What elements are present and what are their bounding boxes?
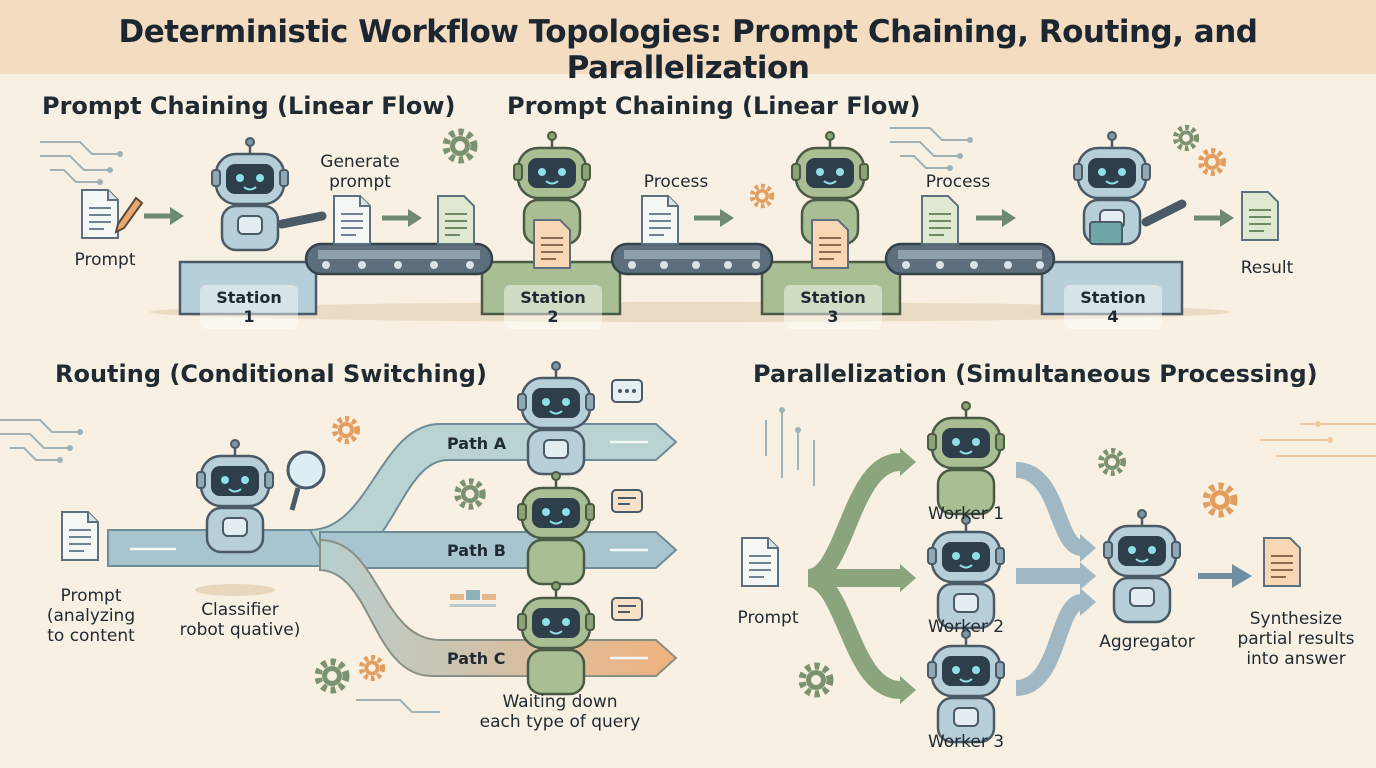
gear-icon — [362, 658, 383, 679]
magnifier-icon — [286, 450, 326, 490]
routing-section — [0, 360, 678, 713]
chat-bubble-icon — [611, 489, 643, 513]
path-a-robot — [516, 360, 596, 476]
chain-arrow-1 — [144, 207, 184, 225]
result-label: Result — [1240, 258, 1294, 278]
path-b-robot — [516, 470, 596, 586]
fanin-arrow-1 — [1015, 462, 1084, 556]
routing-prompt-doc — [61, 511, 99, 561]
chat-bubble-icon — [611, 379, 643, 403]
path-b-label: Path B — [447, 541, 506, 560]
robot-shadow — [195, 584, 275, 596]
station-2-doc — [533, 219, 571, 269]
station-3-block — [760, 260, 902, 316]
gear-icon — [446, 132, 474, 160]
answer-doc-icon — [1263, 537, 1301, 587]
station-3-label: Station 3 — [784, 285, 882, 329]
pencil-icon — [114, 196, 144, 234]
station-2-block — [480, 260, 622, 316]
chaining-input-label: Prompt — [74, 250, 136, 270]
worker-3-label: Worker 3 — [927, 732, 1005, 752]
station-3-doc — [811, 219, 849, 269]
magnifier-handle — [289, 487, 301, 511]
gear-icon — [457, 481, 482, 506]
worker-2-robot — [926, 514, 1006, 630]
path-a-label: Path A — [447, 434, 507, 453]
station-2-label: Station 2 — [504, 285, 602, 329]
path-c-robot — [516, 580, 596, 696]
chain-arrow-4 — [976, 209, 1016, 227]
station-1-label: Station 1 — [200, 285, 298, 329]
gear-icon — [1101, 451, 1123, 473]
gear-icon — [1206, 486, 1234, 514]
chaining-title-right: Prompt Chaining (Linear Flow) — [507, 92, 921, 120]
fanout-arrow-3 — [806, 569, 902, 699]
worker-1-label: Worker 1 — [927, 504, 1005, 524]
circuit-trace — [1260, 423, 1376, 457]
circuit-decoration-right — [889, 127, 974, 172]
circuit-decoration-left — [39, 141, 124, 186]
worker-3-robot — [926, 628, 1006, 744]
station-1-block — [178, 260, 318, 316]
process-doc-1 — [641, 195, 679, 245]
classifier-label: Classifier robot quative) — [179, 600, 301, 640]
passed-doc-icon — [437, 195, 475, 245]
routing-title: Routing (Conditional Switching) — [55, 360, 487, 388]
station-4-label: Station 4 — [1064, 285, 1162, 329]
station-1-robot — [210, 136, 290, 252]
gear-icon — [318, 662, 346, 690]
prompt-doc-icon — [81, 189, 119, 239]
station-4-block — [1040, 260, 1184, 316]
parallel-title: Parallelization (Simultaneous Processing… — [753, 360, 1318, 388]
path-c-band — [319, 538, 678, 677]
floor-shadow — [150, 302, 1230, 322]
worker-1-robot — [926, 400, 1006, 516]
generate-label: Generate prompt — [320, 152, 400, 192]
chaining-title-left: Prompt Chaining (Linear Flow) — [42, 92, 456, 120]
gear-icon — [1201, 151, 1223, 173]
classifier-robot — [195, 438, 275, 554]
chat-bubble-icon — [611, 597, 643, 621]
process-label-1: Process — [643, 172, 709, 192]
fanin-arrow-3 — [1014, 594, 1084, 696]
chaining-section — [39, 127, 1279, 322]
gear-icon — [335, 419, 357, 441]
path-c-label: Path C — [447, 649, 506, 668]
process-label-2: Process — [925, 172, 991, 192]
page-title: Deterministic Workflow Topologies: Promp… — [118, 14, 1258, 86]
parallel-input-label: Prompt — [737, 608, 799, 628]
circuit-trace — [356, 699, 440, 713]
parallel-prompt-doc — [741, 537, 779, 587]
routing-footer-label: Waiting down each type of query — [479, 692, 641, 732]
robot-4-arm — [1141, 199, 1187, 227]
gear-icon — [1176, 128, 1197, 149]
conveyor-3 — [884, 242, 1056, 276]
conveyor-1 — [304, 242, 494, 276]
parallel-section — [741, 400, 1376, 744]
chain-arrow-5 — [1194, 209, 1234, 227]
title-band — [0, 0, 1376, 74]
aggregator-robot — [1102, 508, 1182, 624]
parallel-output-label: Synthesize partial results into answer — [1237, 609, 1355, 669]
chart-bars-icon — [450, 590, 496, 607]
gear-icon — [802, 666, 830, 694]
gear-icon — [752, 186, 772, 206]
aggregator-label: Aggregator — [1099, 632, 1195, 652]
generated-doc-icon — [333, 195, 371, 245]
worker-2-label: Worker 2 — [927, 617, 1005, 637]
chain-arrow-3 — [694, 209, 734, 227]
process-doc-2 — [921, 195, 959, 245]
conveyor-2 — [610, 242, 774, 276]
chain-arrow-2 — [382, 209, 422, 227]
station-4-screen — [1089, 221, 1123, 245]
fanout-arrow-1 — [806, 453, 902, 587]
circuit-decoration-routing — [0, 419, 84, 464]
result-doc-icon — [1241, 191, 1279, 241]
robot-1-arm — [277, 211, 327, 229]
circuit-trace — [765, 410, 815, 486]
routing-input-label: Prompt (analyzing to content — [46, 586, 136, 646]
